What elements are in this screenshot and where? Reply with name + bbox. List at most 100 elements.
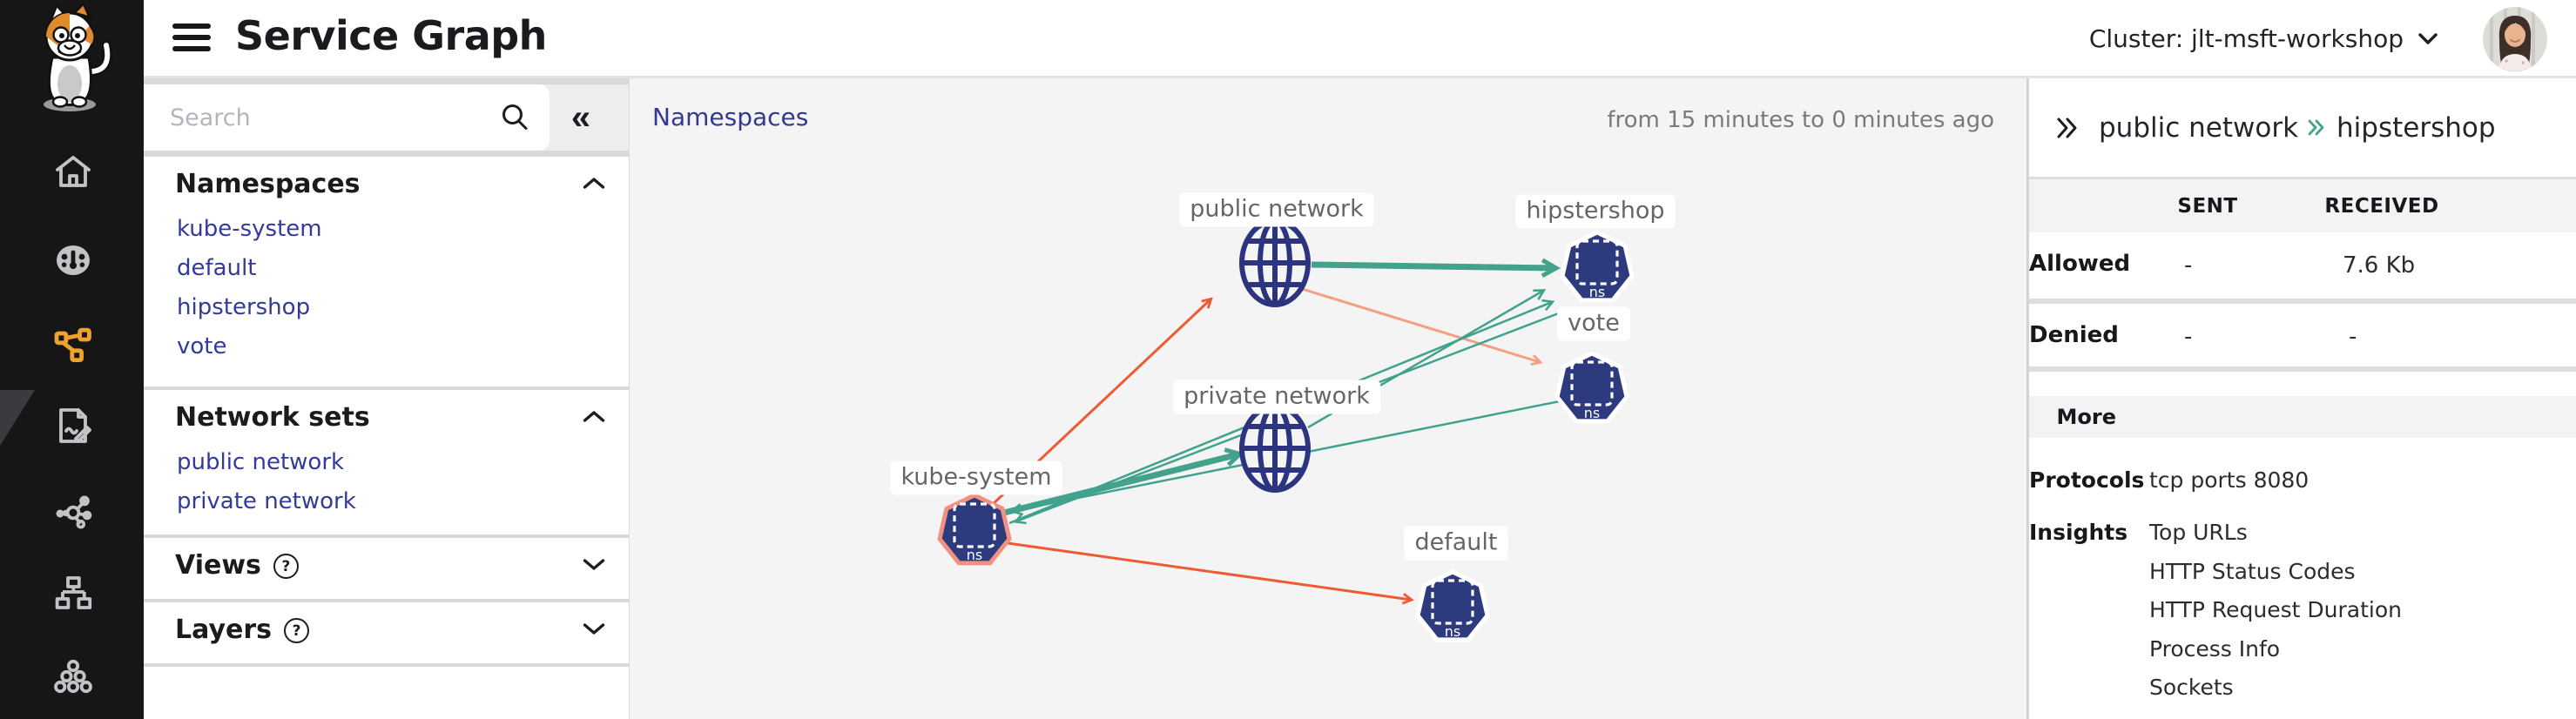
- graph-node-vote[interactable]: ns: [1554, 351, 1629, 424]
- node-label-kube-system[interactable]: kube-system: [890, 460, 1062, 495]
- namespaces-list: kube-system default hipstershop vote: [144, 199, 629, 366]
- graph-node-public-network[interactable]: [1239, 218, 1311, 307]
- protocols-label: Protocols: [2029, 467, 2145, 493]
- insight-link-process-info[interactable]: Process Info: [2149, 635, 2281, 662]
- graph-node-kube-system[interactable]: ns: [937, 493, 1012, 566]
- details-panel: public network hipstershop SENT RECEIVED…: [2026, 78, 2576, 719]
- sidebar-section-network-sets: Network sets public network private netwo…: [144, 390, 629, 534]
- search-box: [144, 84, 550, 151]
- time-range-label: from 15 minutes to 0 minutes ago: [1607, 107, 1994, 133]
- sidebar-item-public-network[interactable]: public network: [177, 449, 345, 475]
- search-input[interactable]: [144, 104, 499, 131]
- graph-edge-kube-system-to-default[interactable]: [1007, 541, 1414, 605]
- chevron-down-icon: [2418, 32, 2438, 44]
- expand-panel-icon[interactable]: [2055, 117, 2081, 139]
- section-title: Views: [175, 550, 261, 581]
- more-section-header: [2029, 396, 2576, 438]
- more-label: More: [2056, 405, 2116, 429]
- hamburger-menu-icon[interactable]: [172, 24, 211, 53]
- sidebar-section-layers-header[interactable]: Layers ?: [144, 602, 629, 645]
- sidebar-section-network-sets-header[interactable]: Network sets: [144, 390, 629, 433]
- network-sets-list: public network private network: [144, 433, 629, 521]
- column-header-sent: SENT: [2177, 195, 2238, 218]
- top-bar: Service Graph Cluster: jlt-msft-workshop: [144, 0, 2576, 78]
- graph-edge-public-network-to-vote[interactable]: [1298, 286, 1543, 366]
- denied-received-value: -: [2349, 324, 2357, 350]
- service-graph-icon[interactable]: [52, 324, 94, 366]
- edge-details-header: public network hipstershop: [2029, 78, 2576, 177]
- svg-text:ns: ns: [967, 547, 982, 563]
- sidebar-section-namespaces: Namespaces kube-system default hipstershop…: [144, 157, 629, 386]
- svg-text:ns: ns: [1589, 284, 1605, 300]
- section-title: Namespaces: [175, 169, 361, 199]
- chevron-down-icon: [583, 559, 605, 570]
- node-label-hipstershop[interactable]: hipstershop: [1515, 194, 1676, 229]
- sidebar-section-namespaces-header[interactable]: Namespaces: [144, 157, 629, 199]
- denied-sent-value: -: [2184, 324, 2193, 350]
- table-row-allowed: [2029, 232, 2576, 299]
- collapse-sidebar-icon[interactable]: «: [560, 97, 602, 138]
- chevron-down-icon: [583, 623, 605, 635]
- active-nav-wedge: [0, 390, 35, 446]
- cluster-nodes-icon[interactable]: [52, 656, 94, 698]
- allowed-sent-value: -: [2184, 252, 2193, 279]
- graph-node-hipstershop[interactable]: ns: [1560, 230, 1635, 303]
- graph-node-default[interactable]: ns: [1415, 569, 1490, 642]
- edge-source-label[interactable]: public network: [2099, 111, 2299, 144]
- topology-icon[interactable]: [52, 490, 94, 532]
- insight-link-top-urls[interactable]: Top URLs: [2149, 520, 2248, 545]
- sidebar-footer-card: [144, 667, 629, 719]
- sitemap-icon[interactable]: [52, 573, 94, 615]
- graph-edge-public-network-to-hipstershop[interactable]: [1311, 265, 1554, 268]
- home-icon[interactable]: [52, 151, 94, 192]
- help-icon[interactable]: ?: [273, 554, 299, 579]
- report-icon[interactable]: [52, 405, 94, 447]
- insight-link-http-status-codes[interactable]: HTTP Status Codes: [2149, 558, 2356, 584]
- node-label-default[interactable]: default: [1404, 526, 1508, 561]
- insight-link-sockets[interactable]: Sockets: [2149, 675, 2234, 700]
- avatar[interactable]: [2483, 7, 2547, 71]
- sidebar: « Namespaces kube-system default hipstersh…: [144, 78, 629, 719]
- sidebar-section-views-header[interactable]: Views ?: [144, 538, 629, 581]
- sidebar-item-kube-system[interactable]: kube-system: [177, 216, 322, 242]
- dashboard-icon[interactable]: [52, 239, 94, 281]
- row-label-denied: Denied: [2029, 322, 2119, 348]
- cat-logo: [19, 1, 124, 124]
- table-row-denied: [2029, 304, 2576, 366]
- app-nav-strip: [0, 0, 144, 719]
- canvas-view-label: Namespaces: [652, 103, 809, 131]
- insight-link-http-request-duration[interactable]: HTTP Request Duration: [2149, 597, 2403, 622]
- sidebar-item-default[interactable]: default: [177, 255, 257, 281]
- help-icon[interactable]: ?: [284, 618, 309, 643]
- edge-target-label[interactable]: hipstershop: [2337, 111, 2496, 144]
- spacer-row: [2029, 372, 2576, 396]
- node-label-public-network[interactable]: public network: [1179, 192, 1374, 227]
- search-icon[interactable]: [499, 102, 530, 133]
- allowed-received-value: 7.6 Kb: [2343, 252, 2416, 279]
- node-label-vote[interactable]: vote: [1557, 306, 1630, 341]
- chevron-up-icon: [583, 178, 605, 189]
- sidebar-item-vote[interactable]: vote: [177, 333, 227, 360]
- sidebar-section-layers: Layers ?: [144, 602, 629, 663]
- insights-label: Insights: [2029, 520, 2128, 545]
- sidebar-item-hipstershop[interactable]: hipstershop: [177, 294, 311, 320]
- cluster-selector[interactable]: Cluster: jlt-msft-workshop: [2089, 0, 2438, 77]
- traffic-table-header: SENT RECEIVED: [2029, 179, 2576, 232]
- sidebar-item-private-network[interactable]: private network: [177, 488, 356, 514]
- more-section-body: [2029, 438, 2576, 719]
- svg-text:ns: ns: [1584, 405, 1600, 421]
- sidebar-section-views: Views ?: [144, 538, 629, 599]
- graph-canvas[interactable]: Namespaces from 15 minutes to 0 minutes …: [629, 78, 2026, 719]
- section-title: Network sets: [175, 402, 370, 433]
- protocols-value: tcp ports 8080: [2149, 467, 2310, 493]
- svg-text:ns: ns: [1445, 623, 1460, 640]
- row-label-allowed: Allowed: [2029, 251, 2131, 277]
- search-row: «: [144, 84, 629, 151]
- graph-node-private-network[interactable]: [1239, 404, 1311, 493]
- node-label-private-network[interactable]: private network: [1173, 380, 1380, 414]
- cluster-selector-label: Cluster: jlt-msft-workshop: [2088, 24, 2404, 53]
- section-title: Layers: [175, 615, 272, 645]
- graph-edge-kube-system-to-private-network[interactable]: [996, 454, 1238, 518]
